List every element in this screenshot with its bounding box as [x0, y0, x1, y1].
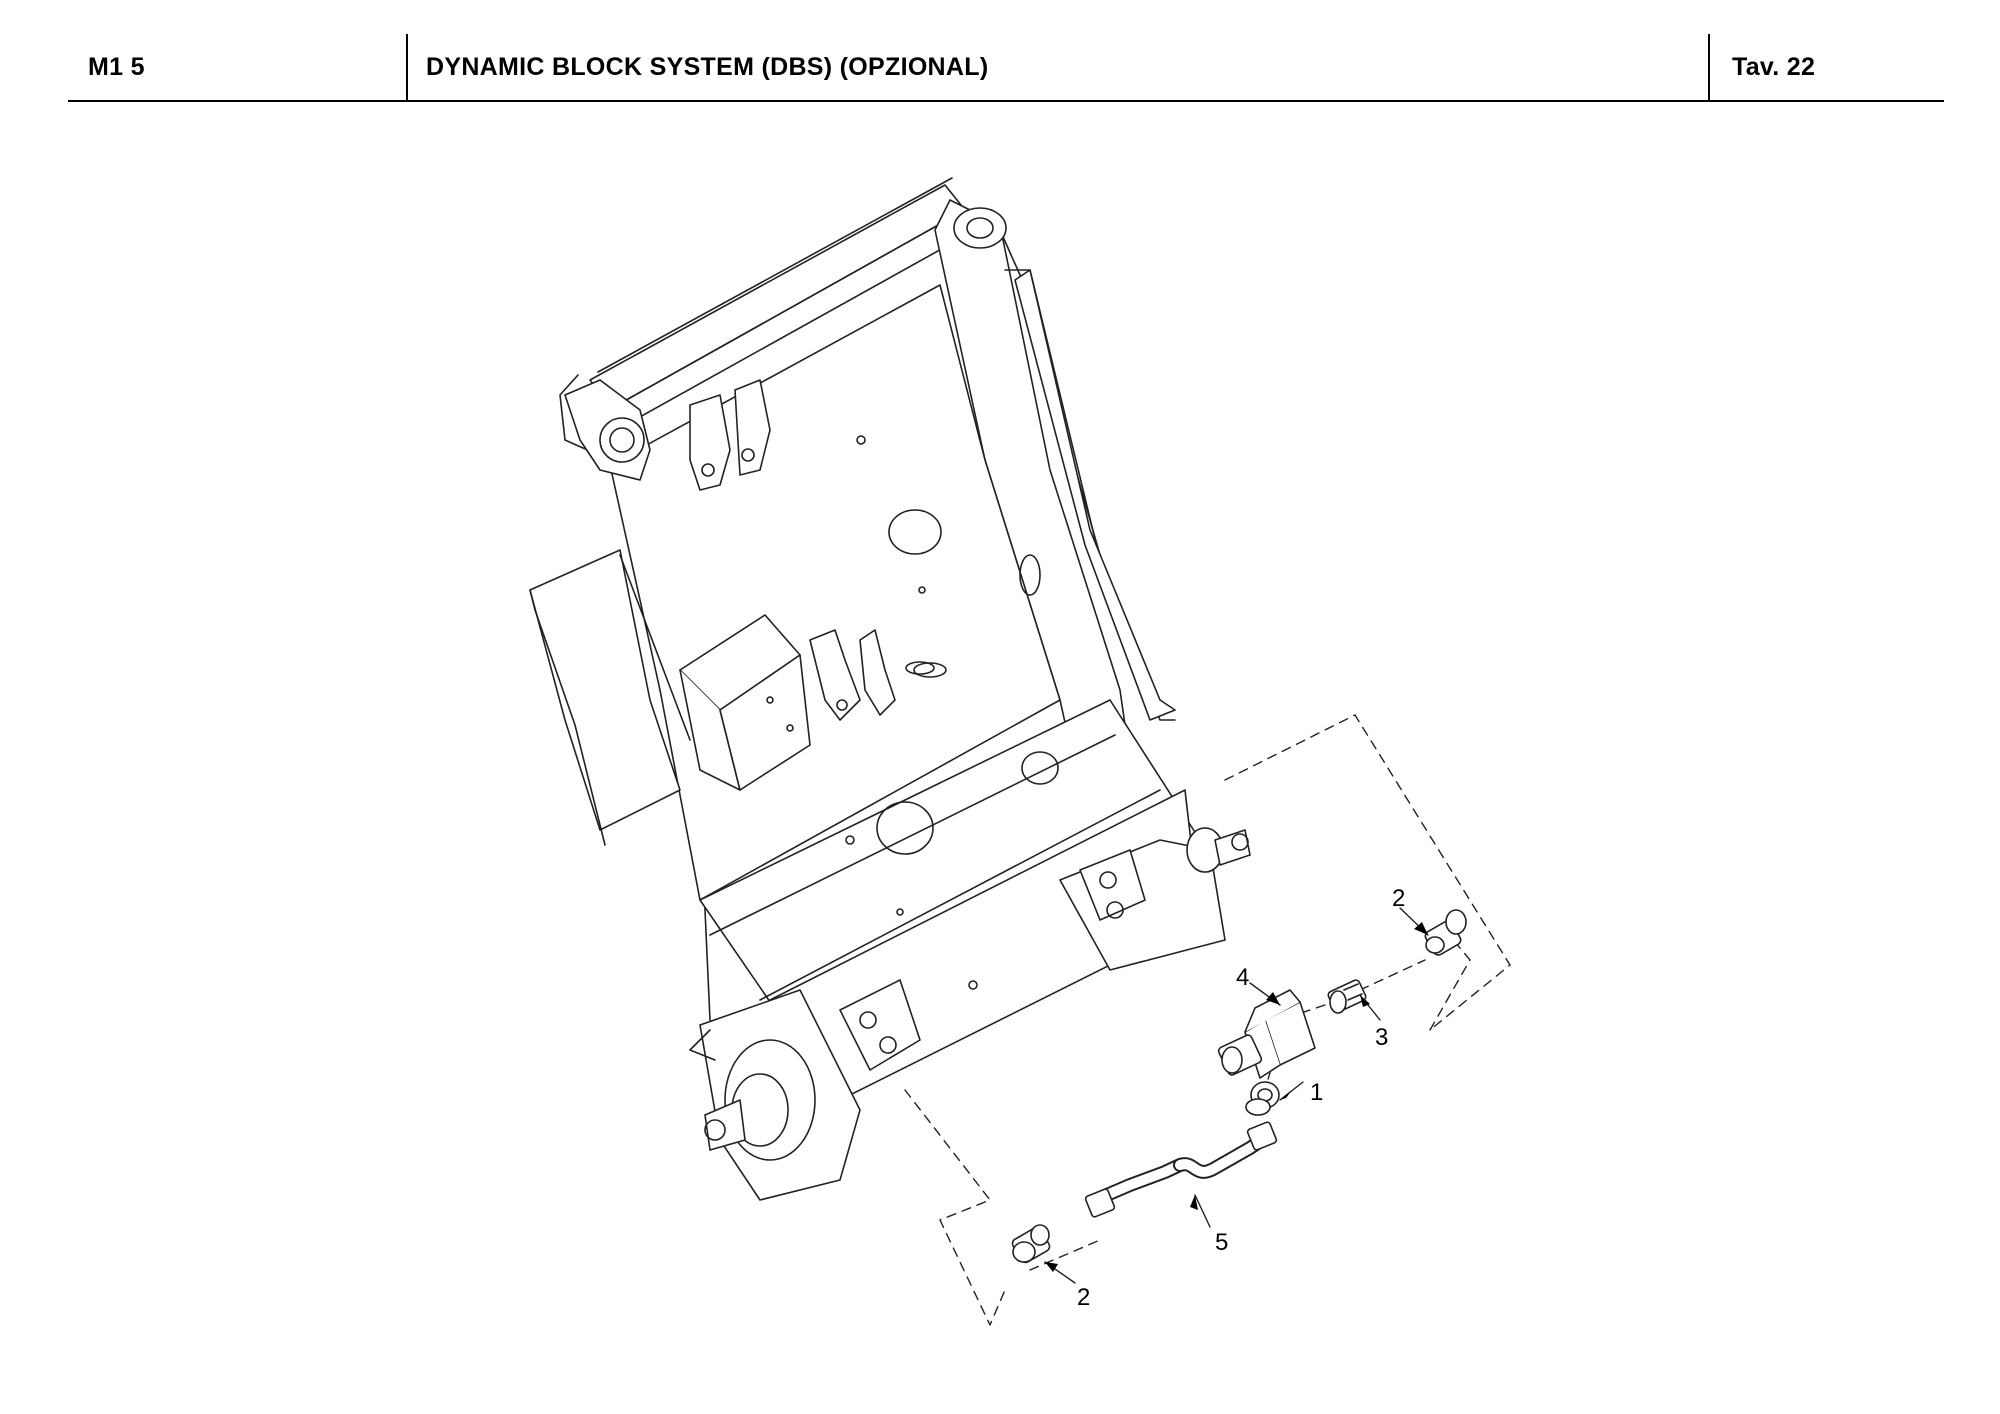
- model-code: M1 5: [88, 52, 145, 81]
- callout-arrowheads: [1045, 922, 1428, 1272]
- table-reference: Tav. 22: [1732, 52, 1816, 81]
- callout-2-upper: 2: [1392, 885, 1405, 912]
- callout-4: 4: [1236, 964, 1249, 991]
- part-3-adapter: [1327, 979, 1367, 1014]
- part-4-pressure-switch: [1217, 989, 1316, 1079]
- callout-5: 5: [1215, 1229, 1228, 1256]
- callout-3: 3: [1375, 1024, 1388, 1051]
- solenoid-box: [679, 614, 811, 791]
- callout-1: 1: [1310, 1079, 1323, 1106]
- header-divider-right: [1708, 34, 1710, 100]
- hinge-bracket: [564, 207, 1007, 491]
- part-5-hydraulic-hose: [1084, 1121, 1278, 1218]
- title-block: M1 5 DYNAMIC BLOCK SYSTEM (DBS) (OPZIONA…: [68, 34, 1944, 102]
- header-divider-left: [406, 34, 408, 100]
- part-1-fitting: [1245, 1081, 1280, 1116]
- part-2-elbow-fitting-upper: [1424, 909, 1467, 956]
- page-title: DYNAMIC BLOCK SYSTEM (DBS) (OPZIONAL): [426, 52, 989, 81]
- left-wheel-motor: [689, 979, 921, 1201]
- lift-bracket: [809, 629, 947, 721]
- right-wheel-motor: [1059, 827, 1251, 971]
- part-2-elbow-fitting-lower: [1011, 1224, 1051, 1264]
- callout-2-lower: 2: [1077, 1284, 1090, 1311]
